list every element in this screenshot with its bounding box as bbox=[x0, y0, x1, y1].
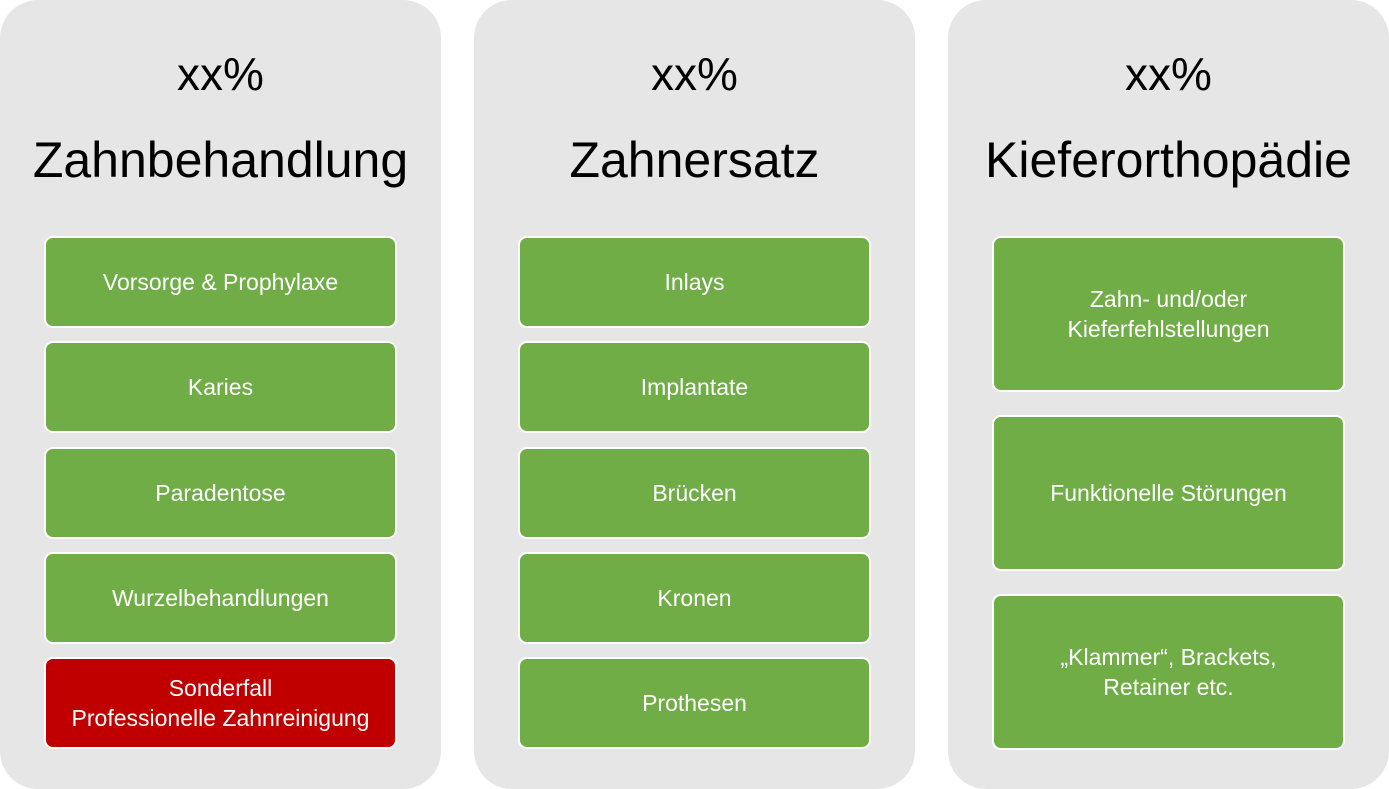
treatment-item: Zahn- und/oder Kieferfehlstellungen bbox=[992, 236, 1345, 392]
category-title: Zahnersatz bbox=[569, 132, 820, 188]
treatment-item: Brücken bbox=[518, 447, 871, 539]
treatment-item: Wurzelbehandlungen bbox=[44, 552, 397, 644]
treatment-item-label: Funktionelle Störungen bbox=[1050, 480, 1287, 506]
treatment-item: „Klammer“, Brackets, Retainer etc. bbox=[992, 594, 1345, 750]
treatment-item-label-line-1: „Klammer“, Brackets, bbox=[1060, 644, 1277, 670]
treatment-item: Paradentose bbox=[44, 447, 397, 539]
treatment-item: Funktionelle Störungen bbox=[992, 415, 1345, 571]
treatment-item-label-line-2: Retainer etc. bbox=[1103, 674, 1234, 700]
category-title: Zahnbehandlung bbox=[32, 132, 409, 188]
treatment-item: Vorsorge & Prophylaxe bbox=[44, 236, 397, 328]
treatment-item: Prothesen bbox=[518, 657, 871, 749]
treatment-item: Karies bbox=[44, 341, 397, 433]
treatment-item-label: Paradentose bbox=[155, 480, 286, 506]
category-panel-zahnbehandlung: xx% Zahnbehandlung Vorsorge & Prophylaxe… bbox=[0, 0, 441, 789]
category-panel-kieferorthopaedie: xx% Kieferorthopädie Zahn- und/oder Kief… bbox=[948, 0, 1389, 789]
treatment-item-label: Kronen bbox=[657, 585, 732, 611]
treatment-item-label: Inlays bbox=[664, 269, 725, 295]
special-case-item: Sonderfall Professionelle Zahnreinigung bbox=[44, 657, 397, 749]
treatment-item-label: Wurzelbehandlungen bbox=[112, 585, 329, 611]
category-percentage: xx% bbox=[651, 48, 738, 100]
treatment-item-label: Prothesen bbox=[642, 690, 747, 716]
treatment-item: Kronen bbox=[518, 552, 871, 644]
special-case-detail: Professionelle Zahnreinigung bbox=[71, 705, 370, 731]
treatment-item-label-line-2: Kieferfehlstellungen bbox=[1067, 316, 1270, 342]
treatment-item-label: Implantate bbox=[640, 374, 749, 400]
treatment-item-label: Karies bbox=[187, 374, 254, 400]
treatment-item: Implantate bbox=[518, 341, 871, 433]
category-title: Kieferorthopädie bbox=[985, 132, 1352, 188]
treatment-item-label: Vorsorge & Prophylaxe bbox=[102, 269, 339, 295]
category-percentage: xx% bbox=[1125, 48, 1212, 100]
treatment-item: Inlays bbox=[518, 236, 871, 328]
treatment-item-label-line-1: Zahn- und/oder bbox=[1089, 286, 1248, 312]
category-percentage: xx% bbox=[177, 48, 264, 100]
special-case-label: Sonderfall bbox=[168, 675, 273, 701]
treatment-item-label: Brücken bbox=[652, 480, 737, 506]
category-panel-zahnersatz: xx% Zahnersatz Inlays Implantate Brücken… bbox=[474, 0, 915, 789]
